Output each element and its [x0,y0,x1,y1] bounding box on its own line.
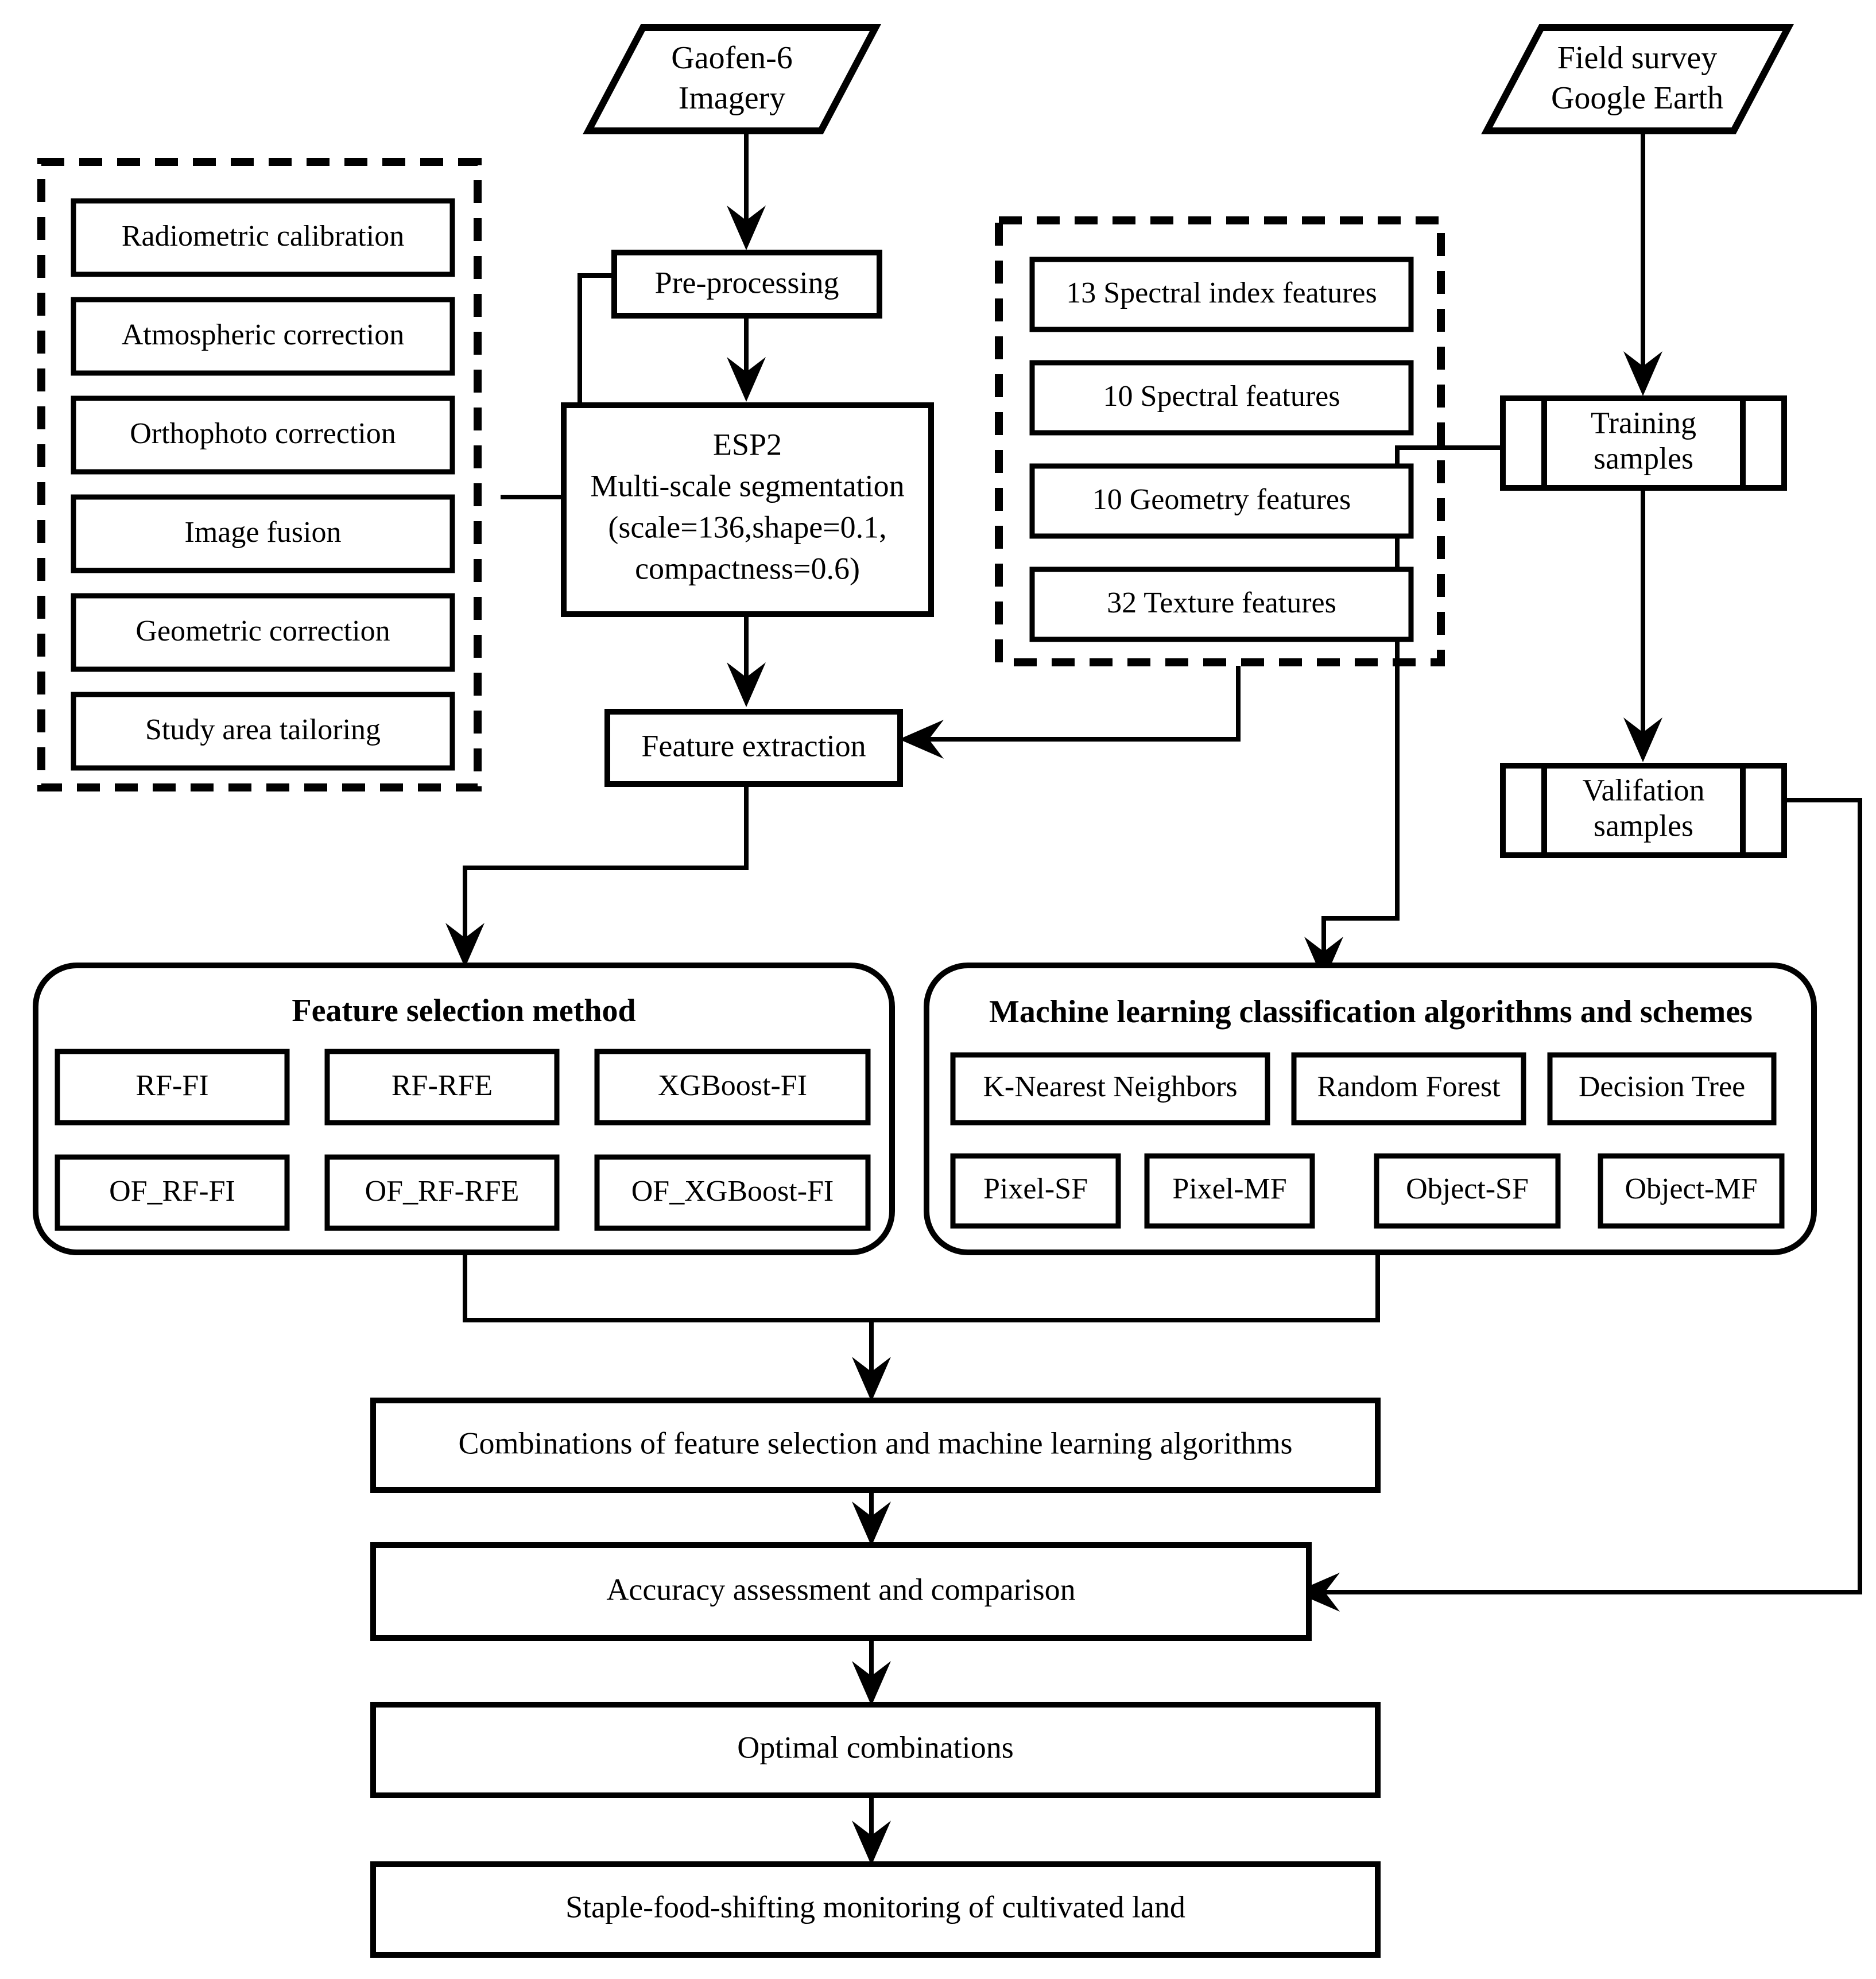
ml-scheme-object-sf[interactable]: Object-SF [1374,1153,1561,1229]
preprocessing-step-0[interactable]: Radiometric calibration [71,198,455,277]
feature-selection-item-label: RF-RFE [392,1069,493,1102]
preprocessing-step-4[interactable]: Geometric correction [71,593,455,672]
feature-type-1[interactable]: 10 Spectral features [1029,360,1414,436]
node-gaofen6-imagery[interactable]: Gaofen-6 Imagery [583,24,881,134]
feature-selection-item-rf-fi[interactable]: RF-FI [55,1049,290,1126]
node-validation-samples[interactable]: Valifation samples [1500,763,1787,858]
gaofen6-line1: Gaofen-6 [671,40,792,76]
final-label: Staple-food-shifting monitoring of culti… [565,1889,1185,1924]
feature-type-3[interactable]: 32 Texture features [1029,566,1414,642]
connector-featuresgroup-to-feature-extraction [916,666,1241,742]
node-feature-extraction[interactable]: Feature extraction [604,709,903,787]
gaofen6-line2: Imagery [679,80,786,116]
ml-scheme-label: Pixel-SF [983,1173,1088,1205]
preprocessing-step-3[interactable]: Image fusion [71,494,455,573]
feature-selection-heading: Feature selection method [292,993,635,1029]
node-esp2-segmentation[interactable]: ESP2 Multi-scale segmentation (scale=136… [561,402,934,617]
feature-selection-item-label: RF-FI [135,1069,208,1102]
node-combinations[interactable]: Combinations of feature selection and ma… [370,1398,1381,1493]
ml-scheme-label: Object-SF [1406,1173,1529,1205]
group-feature-types: 13 Spectral index features 10 Spectral f… [1029,257,1414,642]
validation-samples-line1: Valifation [1583,773,1705,807]
feature-type-0[interactable]: 13 Spectral index features [1029,257,1414,332]
esp2-line4: compactness=0.6) [635,551,860,585]
preprocessing-step-label: Atmospheric correction [122,319,404,351]
ml-algorithm-label: Random Forest [1317,1070,1501,1103]
preprocessing-step-5[interactable]: Study area tailoring [71,692,455,771]
feature-type-label: 10 Geometry features [1092,483,1351,516]
ml-scheme-pixel-sf[interactable]: Pixel-SF [950,1153,1121,1229]
connector-featsel-to-merge [463,1250,871,1322]
ml-scheme-label: Object-MF [1625,1173,1757,1205]
ml-algorithm-decision-tree[interactable]: Decision Tree [1547,1052,1777,1126]
node-optimal-combinations[interactable]: Optimal combinations [370,1702,1381,1798]
combinations-label: Combinations of feature selection and ma… [458,1426,1292,1460]
ml-algorithm-random-forest[interactable]: Random Forest [1291,1052,1526,1126]
ml-scheme-object-mf[interactable]: Object-MF [1598,1153,1785,1229]
connector-validation-to-accuracy [1312,798,1862,1594]
node-training-samples[interactable]: Training samples [1500,395,1787,491]
feature-selection-item-label: XGBoost-FI [658,1069,807,1102]
feature-selection-item-of-rf-fi[interactable]: OF_RF-FI [55,1154,290,1231]
feature-selection-item-label: OF_RF-FI [109,1175,235,1208]
training-samples-line1: Training [1591,405,1696,440]
preprocessing-step-label: Study area tailoring [145,713,381,746]
preprocessing-step-label: Geometric correction [135,615,390,647]
preprocessing-step-label: Image fusion [185,516,342,549]
ml-scheme-label: Pixel-MF [1172,1173,1286,1205]
ml-scheme-pixel-mf[interactable]: Pixel-MF [1144,1153,1315,1229]
preprocessing-step-label: Orthophoto correction [130,417,396,450]
ml-algorithm-label: Decision Tree [1579,1070,1745,1103]
node-field-survey-google-earth[interactable]: Field survey Google Earth [1481,24,1794,134]
training-samples-line2: samples [1594,441,1693,475]
feature-type-label: 13 Spectral index features [1066,277,1377,309]
esp2-line3: (scale=136,shape=0.1, [608,510,886,544]
node-accuracy-assessment[interactable]: Accuracy assessment and comparison [370,1542,1312,1641]
features-dashed-border [995,216,1445,666]
ml-algorithms-heading: Machine learning classification algorith… [989,994,1753,1030]
feature-selection-item-rf-rfe[interactable]: RF-RFE [324,1049,560,1126]
panel-ml-algorithms: Machine learning classification algorith… [924,963,1817,1255]
connector-featext-to-feature-selection [463,783,749,952]
feature-selection-item-of-xgboost-fi[interactable]: OF_XGBoost-FI [594,1154,871,1231]
feature-type-label: 10 Spectral features [1103,380,1340,413]
panel-feature-selection: Feature selection method RF-FI RF-RFE XG… [33,963,895,1255]
feature-type-2[interactable]: 10 Geometry features [1029,463,1414,539]
feature-selection-item-xgboost-fi[interactable]: XGBoost-FI [594,1049,871,1126]
reference-line1: Field survey [1557,40,1717,76]
connector-ml-to-merge [871,1250,1380,1322]
feature-selection-item-label: OF_RF-RFE [365,1175,520,1208]
esp2-line2: Multi-scale segmentation [590,468,904,503]
ml-algorithm-label: K-Nearest Neighbors [983,1070,1237,1103]
feature-type-label: 32 Texture features [1107,587,1336,619]
optimal-label: Optimal combinations [737,1730,1013,1764]
esp2-line1: ESP2 [713,427,782,461]
feature-extraction-label: Feature extraction [641,728,866,763]
preprocessing-step-1[interactable]: Atmospheric correction [71,297,455,376]
ml-algorithm-knn[interactable]: K-Nearest Neighbors [950,1052,1270,1126]
feature-selection-item-label: OF_XGBoost-FI [631,1175,834,1208]
reference-line2: Google Earth [1551,80,1723,116]
group-preprocessing-steps: Radiometric calibration Atmospheric corr… [71,198,455,771]
connector-training-to-ml-box [1321,445,1503,964]
feature-selection-item-of-rf-rfe[interactable]: OF_RF-RFE [324,1154,560,1231]
node-pre-processing[interactable]: Pre-processing [611,250,882,319]
accuracy-label: Accuracy assessment and comparison [606,1572,1075,1607]
preprocessing-step-2[interactable]: Orthophoto correction [71,395,455,475]
node-final-monitoring[interactable]: Staple-food-shifting monitoring of culti… [370,1861,1381,1958]
pre-processing-label: Pre-processing [655,265,839,300]
preprocessing-step-label: Radiometric calibration [122,220,404,253]
validation-samples-line2: samples [1594,808,1693,843]
